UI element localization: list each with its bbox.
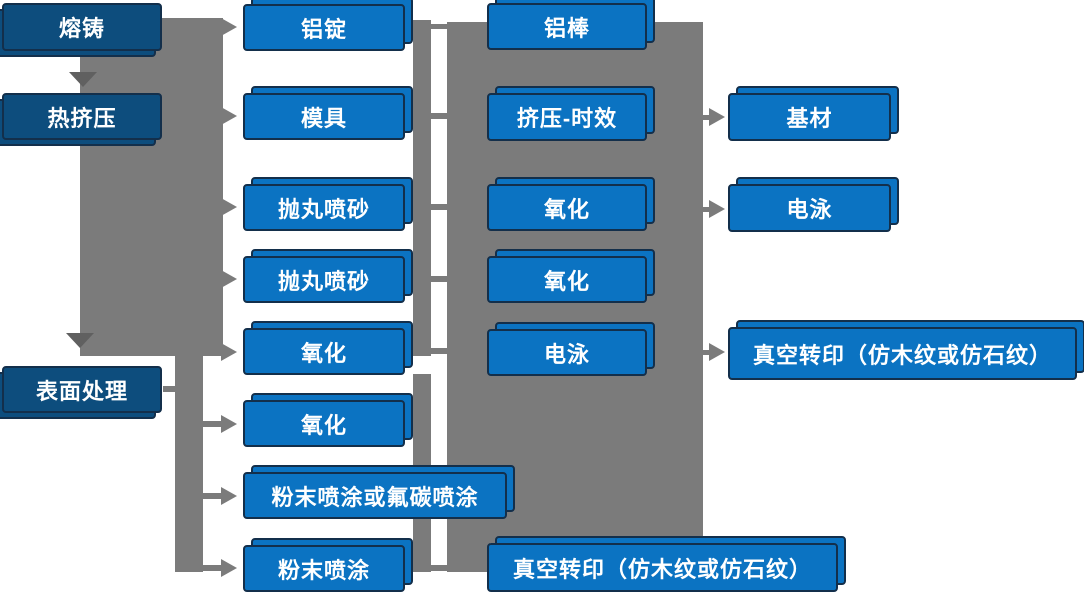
box-dianyong-2: 电泳: [728, 177, 899, 232]
connector-bar-middle-upper: [413, 20, 431, 356]
connector-stub-row7: [203, 493, 222, 499]
box-lvding: 铝锭: [243, 0, 413, 51]
box-label: 熔铸: [2, 3, 162, 51]
box-zhenkong-bottom: 真空转印（仿木纹或仿石纹）: [487, 536, 846, 592]
box-yanghua-4: 氧化: [487, 249, 655, 303]
box-label: 粉末喷涂: [243, 545, 405, 592]
arrow-to-jicai: [709, 108, 725, 126]
connector-stub-surface-treatment: [163, 386, 175, 392]
box-label: 铝棒: [487, 3, 647, 50]
box-rongzhu: 熔铸: [0, 3, 162, 57]
box-muju: 模具: [243, 86, 413, 140]
arrow-to-paowan1: [221, 198, 237, 216]
box-label: 氧化: [243, 400, 405, 447]
connector-stem-zhenkong: [703, 350, 711, 355]
arrow-to-fenmo: [221, 559, 237, 577]
box-label: 真空转印（仿木纹或仿石纹）: [487, 543, 838, 592]
connector-stub-mid-row2: [431, 113, 448, 119]
arrow-to-yanghua1: [221, 343, 237, 361]
connector-stub-bottom-right: [431, 565, 447, 571]
box-label: 铝锭: [243, 4, 405, 51]
connector-band-left: [80, 18, 223, 356]
connector-stub-mid-row4: [431, 276, 448, 282]
box-paowan-1: 抛丸喷砂: [243, 177, 413, 231]
box-zhenkong-right: 真空转印（仿木纹或仿石纹）: [728, 320, 1084, 380]
arrow-to-lvding: [221, 18, 237, 36]
box-label: 真空转印（仿木纹或仿石纹）: [728, 327, 1077, 380]
arrow-down-to-rejiya: [69, 72, 97, 87]
box-label: 表面处理: [2, 366, 162, 413]
box-label: 基材: [728, 93, 891, 141]
arrow-to-paowan2: [221, 270, 237, 288]
connector-stem-dianyong: [703, 207, 711, 212]
box-jiya-shixiao: 挤压-时效: [487, 86, 655, 141]
box-yanghua-2: 氧化: [243, 393, 413, 447]
connector-bar-left-lower: [175, 356, 203, 572]
arrow-to-zhenkong-right: [709, 343, 725, 361]
box-yanghua-3: 氧化: [487, 177, 655, 231]
connector-stub-row6: [203, 421, 222, 427]
arrow-to-yanghua2: [221, 415, 237, 433]
arrow-to-dianyong2: [709, 200, 725, 218]
connector-stub-mid-row3: [431, 204, 448, 210]
box-jicai: 基材: [728, 86, 899, 141]
connector-stub-top: [431, 24, 448, 29]
box-label: 氧化: [487, 256, 647, 303]
arrow-to-muju: [221, 107, 237, 125]
box-fenmo-fu: 粉末喷涂或氟碳喷涂: [243, 465, 515, 519]
box-label: 热挤压: [2, 93, 162, 140]
box-lvbang: 铝棒: [487, 0, 655, 50]
box-label: 抛丸喷砂: [243, 256, 405, 303]
arrow-to-fenmofu: [221, 487, 237, 505]
box-label: 粉末喷涂或氟碳喷涂: [243, 472, 507, 519]
box-label: 氧化: [487, 184, 647, 231]
arrow-down-to-biaomianchuli: [66, 333, 94, 348]
box-label: 模具: [243, 93, 405, 140]
connector-stub-mid-row5: [431, 348, 448, 354]
box-label: 氧化: [243, 328, 405, 375]
connector-band-right-extension: [447, 543, 490, 572]
box-yanghua-1: 氧化: [243, 321, 413, 375]
box-paowan-2: 抛丸喷砂: [243, 249, 413, 303]
box-dianyong-1: 电泳: [487, 322, 655, 376]
box-label: 电泳: [487, 329, 647, 376]
box-rejiya: 热挤压: [0, 93, 162, 146]
connector-stem-jicai: [703, 115, 711, 120]
box-biaomianchuli: 表面处理: [0, 366, 162, 419]
box-label: 挤压-时效: [487, 93, 647, 141]
box-label: 电泳: [728, 184, 891, 232]
box-fenmo: 粉末喷涂: [243, 538, 413, 592]
box-label: 抛丸喷砂: [243, 184, 405, 231]
connector-stub-row8: [203, 565, 222, 571]
